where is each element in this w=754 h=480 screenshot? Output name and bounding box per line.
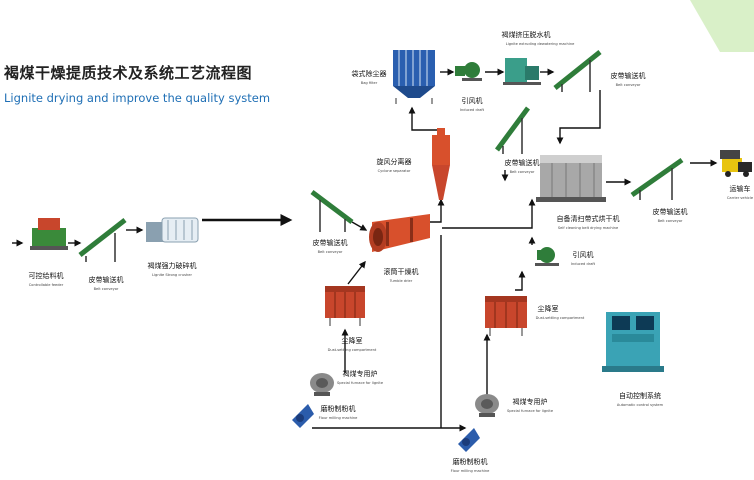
mill2-label-en: Flour milling machine — [451, 469, 491, 473]
dewater-label-en: Lignite extruding dewatering machine — [506, 42, 575, 46]
furnace2-label-cn: 褐煤专用炉 — [513, 397, 548, 406]
corner-decoration — [690, 0, 754, 52]
flow-arrow — [351, 221, 368, 231]
furnace-icon — [475, 394, 499, 417]
dust1-label-cn: 尘降室 — [342, 336, 363, 345]
dust-chamber-icon — [485, 296, 527, 336]
truck-label-en: Carrier vehicle — [727, 196, 754, 200]
dust2-label-en: Dust-settling compartment — [536, 316, 585, 320]
flow-arrow — [556, 90, 601, 145]
feeder-label-en: Controllable feeder — [29, 283, 64, 287]
mill-icon — [458, 428, 480, 452]
flow-arrow — [408, 106, 442, 135]
dust1-label-en: Dust-settling compartment — [328, 348, 377, 352]
dust2-label-cn: 尘降室 — [538, 304, 559, 313]
conveyor-icon — [494, 106, 531, 154]
conveyor-icon — [310, 190, 354, 232]
fan1-label-en: Induced draft — [460, 108, 485, 112]
truck-label-cn: 运输车 — [730, 184, 751, 193]
feeder-label-cn: 可控给料机 — [29, 271, 64, 280]
dewatering-icon — [503, 58, 541, 85]
flow-arrow — [347, 260, 366, 285]
crusher-icon — [146, 217, 199, 243]
dewater-label-cn: 褐煤挤压脱水机 — [502, 30, 551, 39]
belt-dryer-label-cn: 自备清扫带式烘干机 — [557, 214, 620, 223]
conveyor-icon — [553, 50, 602, 92]
conveyor5-label-cn: 皮带输送机 — [653, 207, 688, 216]
conveyor1-label-en: Belt conveyor — [94, 287, 119, 291]
mill-icon — [292, 404, 314, 428]
conveyor2-label-cn: 皮带输送机 — [313, 238, 348, 247]
furnace1-label-cn: 褐煤专用炉 — [343, 369, 378, 378]
cyclone-label-cn: 旋风分离器 — [377, 157, 412, 166]
flow-arrow — [515, 270, 526, 291]
fan2-label-cn: 引风机 — [573, 250, 594, 259]
flow-lines — [12, 68, 718, 432]
conveyor4-label-en: Belt conveyor — [510, 170, 535, 174]
furnace1-label-en: Special furnace for lignite — [337, 381, 384, 385]
truck-icon — [720, 150, 752, 177]
belt-dryer-label-en: Self cleaning belt drying machine — [558, 226, 619, 230]
cyclone-icon — [432, 128, 450, 200]
furnace2-label-en: Special furnace for lignite — [507, 409, 554, 413]
control-label-cn: 自动控制系统 — [619, 391, 661, 400]
bag-filter-icon — [393, 50, 435, 104]
dust-chamber-icon — [325, 286, 365, 326]
mill2-label-cn: 磨粉制粉机 — [453, 457, 488, 466]
conveyor-icon — [630, 157, 684, 200]
mill1-label-en: Flour milling machine — [319, 416, 359, 420]
mill1-label-cn: 磨粉制粉机 — [321, 404, 356, 413]
dryer-label-en: Tumble drier — [389, 279, 413, 283]
fan2-label-en: Induced draft — [571, 262, 596, 266]
fan-icon — [535, 247, 559, 266]
conveyor3-label-cn: 皮带输送机 — [611, 71, 646, 80]
drum-dryer-icon — [369, 214, 430, 252]
belt-dryer-icon — [536, 155, 606, 202]
control-label-en: Automatic control system — [617, 403, 664, 407]
diagram-title: 褐煤干燥提质技术及系统工艺流程图 — [4, 64, 253, 82]
diagram-subtitle: Lignite drying and improve the quality s… — [4, 91, 271, 105]
dryer-label-cn: 滚筒干燥机 — [384, 267, 419, 276]
conveyor2-label-en: Belt conveyor — [318, 250, 343, 254]
conveyor-icon — [78, 218, 127, 262]
conveyor1-label-cn: 皮带输送机 — [89, 275, 124, 284]
flow-arrow — [430, 198, 445, 223]
furnace-icon — [310, 373, 334, 396]
crusher-label-cn: 褐煤强力破碎机 — [148, 261, 197, 270]
baghouse-label-en: Bag filter — [361, 81, 378, 85]
cyclone-label-en: Cyclone separator — [378, 169, 411, 173]
conveyor5-label-en: Belt conveyor — [658, 219, 683, 223]
fan-icon — [455, 62, 482, 81]
control-cabinet-icon — [602, 312, 664, 372]
conveyor3-label-en: Belt conveyor — [616, 83, 641, 87]
feeder-icon — [30, 218, 68, 250]
conveyor4-label-cn: 皮带输送机 — [505, 158, 540, 167]
baghouse-label-cn: 袋式除尘器 — [352, 69, 387, 78]
crusher-label-en: Lignite Strong crusher — [152, 273, 192, 277]
flow-arrow — [442, 198, 536, 229]
fan1-label-cn: 引风机 — [462, 96, 483, 105]
